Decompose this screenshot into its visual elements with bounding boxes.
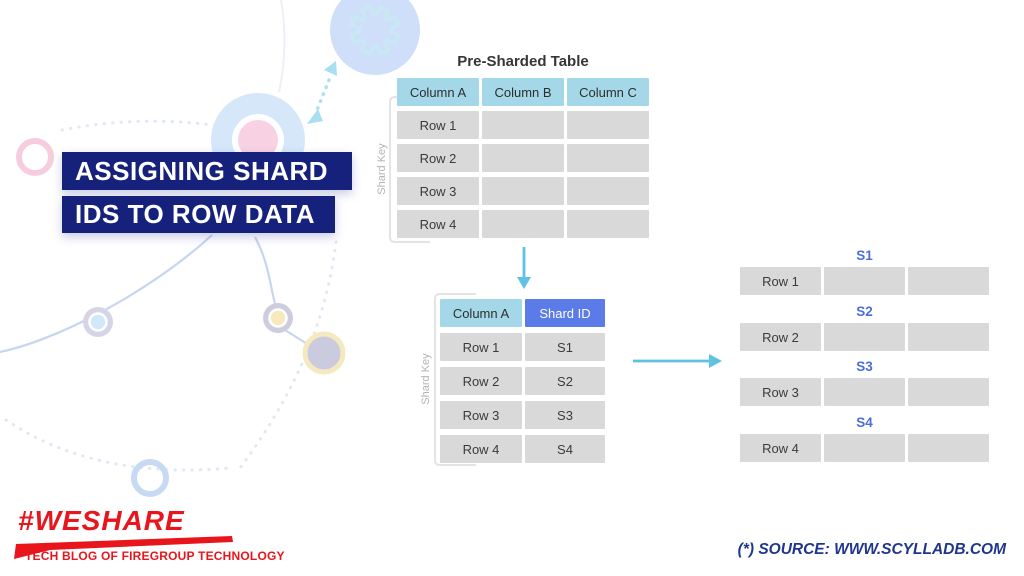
empty-cell xyxy=(908,323,989,351)
header-cell: Column C xyxy=(567,78,649,106)
empty-cell xyxy=(482,210,564,238)
source-credit: (*) SOURCE: WWW.SCYLLADB.COM xyxy=(737,541,1006,558)
network-curves xyxy=(0,234,313,354)
shard-key-brackets xyxy=(389,96,476,466)
row-label-cell: Row 2 xyxy=(397,144,479,172)
row-label-cell: Row 2 xyxy=(440,367,522,395)
double-arrow-icon xyxy=(307,61,337,124)
decor-line xyxy=(278,0,286,93)
shard-id-cell: S4 xyxy=(525,435,605,463)
shard-group-s1: S1 Row 1 xyxy=(740,248,989,295)
shard-group-s4: S4 Row 4 xyxy=(740,415,989,462)
shard-group-s3: S3 Row 3 xyxy=(740,359,989,406)
header-cell: Column A xyxy=(440,299,522,327)
table-row: Row 2 xyxy=(397,144,649,172)
table-row: Row 4 xyxy=(397,210,649,238)
table-row: Row 1 xyxy=(740,267,989,295)
arrow-right-icon xyxy=(633,354,722,368)
row-label-cell: Row 1 xyxy=(740,267,821,295)
header-cell-shard-id: Shard ID xyxy=(525,299,605,327)
row-label-cell: Row 1 xyxy=(440,333,522,361)
row-label-cell: Row 4 xyxy=(397,210,479,238)
node-circles xyxy=(16,138,346,497)
row-label-cell: Row 2 xyxy=(740,323,821,351)
empty-cell xyxy=(824,267,905,295)
empty-cell xyxy=(908,267,989,295)
shard-id-cell: S1 xyxy=(525,333,605,361)
weshare-logo: #WESHARE xyxy=(18,505,185,536)
header-cell: Column A xyxy=(397,78,479,106)
empty-cell xyxy=(824,378,905,406)
shard-group-s2: S2 Row 2 xyxy=(740,304,989,351)
shard-id-cell: S2 xyxy=(525,367,605,395)
empty-cell xyxy=(482,177,564,205)
title-line-2-text: IDS TO ROW DATA xyxy=(75,199,316,229)
title-line-1: ASSIGNING SHARD xyxy=(62,152,352,190)
table-row: Row 3 xyxy=(397,177,649,205)
empty-cell xyxy=(824,434,905,462)
empty-cell xyxy=(824,323,905,351)
shard-label: S1 xyxy=(856,248,873,263)
arrow-down-icon xyxy=(517,247,531,289)
brand-swoosh xyxy=(14,536,233,559)
table-row: Row 2 S2 xyxy=(440,367,605,395)
shard-label: S3 xyxy=(856,359,873,374)
row-label-cell: Row 3 xyxy=(740,378,821,406)
row-label-cell: Row 3 xyxy=(397,177,479,205)
shard-key-label-pre-sharded: Shard Key xyxy=(376,143,388,195)
pre-sharded-table: Column A Column B Column C Row 1 Row 2 R… xyxy=(397,78,649,238)
row-label-cell: Row 3 xyxy=(440,401,522,429)
shard-map-header-row: Column A Shard ID xyxy=(440,299,605,327)
table-row: Row 4 xyxy=(740,434,989,462)
empty-cell xyxy=(482,144,564,172)
empty-cell xyxy=(567,111,649,139)
row-label-cell: Row 1 xyxy=(397,111,479,139)
shard-map-table: Column A Shard ID Row 1 S1 Row 2 S2 Row … xyxy=(440,299,605,463)
brand-tagline: TECH BLOG OF FIREGROUP TECHNOLOGY xyxy=(25,549,285,563)
row-label-cell: Row 4 xyxy=(740,434,821,462)
empty-cell xyxy=(908,378,989,406)
shard-label: S2 xyxy=(856,304,873,319)
shard-label: S4 xyxy=(856,415,873,430)
table-row: Row 1 S1 xyxy=(440,333,605,361)
title-line-1-text: ASSIGNING SHARD xyxy=(75,155,329,186)
table-row: Row 3 xyxy=(740,378,989,406)
gear-icon xyxy=(330,0,420,75)
empty-cell xyxy=(567,177,649,205)
table-row: Row 4 S4 xyxy=(440,435,605,463)
row-label-cell: Row 4 xyxy=(440,435,522,463)
pre-sharded-header-row: Column A Column B Column C xyxy=(397,78,649,106)
empty-cell xyxy=(567,210,649,238)
empty-cell xyxy=(567,144,649,172)
dotted-arcs xyxy=(4,119,338,474)
header-cell: Column B xyxy=(482,78,564,106)
shard-id-cell: S3 xyxy=(525,401,605,429)
title-line-2: IDS TO ROW DATA xyxy=(62,196,335,233)
shard-key-label-shard-map: Shard Key xyxy=(420,353,432,405)
table-row: Row 2 xyxy=(740,323,989,351)
table-row: Row 1 xyxy=(397,111,649,139)
empty-cell xyxy=(908,434,989,462)
empty-cell xyxy=(482,111,564,139)
pre-sharded-table-title: Pre-Sharded Table xyxy=(457,53,589,70)
table-row: Row 3 S3 xyxy=(440,401,605,429)
